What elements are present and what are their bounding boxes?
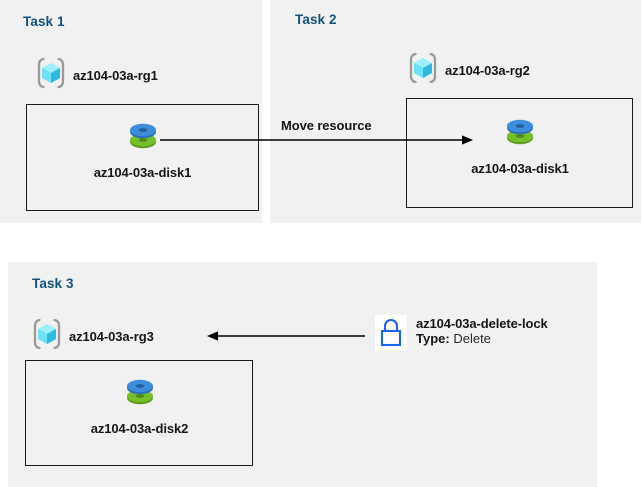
arrow-caption-move-resource: Move resource xyxy=(281,118,372,133)
resource-group-icon xyxy=(36,57,66,94)
resource-group-task1: az104-03a-rg1 xyxy=(36,57,158,94)
task-title-task2: Task 2 xyxy=(295,12,337,27)
disk-resource-task2: az104-03a-disk1 xyxy=(420,112,620,176)
delete-lock-type-value: Delete xyxy=(449,331,491,347)
resource-group-box-task3 xyxy=(25,360,253,466)
task-title-task1: Task 1 xyxy=(23,14,65,29)
task-panel-task1 xyxy=(0,0,262,223)
resource-group-icon xyxy=(32,318,62,355)
resource-group-label-task3: az104-03a-rg3 xyxy=(69,329,154,344)
delete-lock-item: az104-03a-delete-lock Type: Delete xyxy=(375,315,548,351)
resource-group-task3: az104-03a-rg3 xyxy=(32,318,154,355)
managed-disk-icon xyxy=(123,116,163,161)
arrow-delete-lock xyxy=(207,331,365,341)
resource-group-task2: az104-03a-rg2 xyxy=(408,52,530,89)
arrow-move-resource xyxy=(160,135,473,145)
delete-lock-text: az104-03a-delete-lock Type: Delete xyxy=(416,315,548,347)
delete-lock-name: az104-03a-delete-lock xyxy=(416,316,548,331)
resource-group-label-task2: az104-03a-rg2 xyxy=(445,63,530,78)
disk-label-task3: az104-03a-disk2 xyxy=(90,421,189,436)
delete-lock-type: Type: Delete xyxy=(416,331,548,346)
task-title-task3: Task 3 xyxy=(32,276,74,291)
disk-resource-task3: az104-03a-disk2 xyxy=(52,372,227,436)
managed-disk-icon xyxy=(120,372,160,417)
lock-icon xyxy=(375,315,407,351)
resource-group-label-task1: az104-03a-rg1 xyxy=(73,68,158,83)
resource-group-box-task2 xyxy=(406,98,633,208)
task-panel-task3 xyxy=(8,262,597,487)
managed-disk-icon xyxy=(500,112,540,157)
resource-group-icon xyxy=(408,52,438,89)
resource-group-box-task1 xyxy=(26,104,259,211)
disk-resource-task1: az104-03a-disk1 xyxy=(55,116,230,180)
delete-lock-type-key: Type: xyxy=(416,331,450,347)
task-panel-task2 xyxy=(270,0,641,223)
disk-label-task1: az104-03a-disk1 xyxy=(93,165,192,180)
disk-label-task2: az104-03a-disk1 xyxy=(471,161,569,176)
